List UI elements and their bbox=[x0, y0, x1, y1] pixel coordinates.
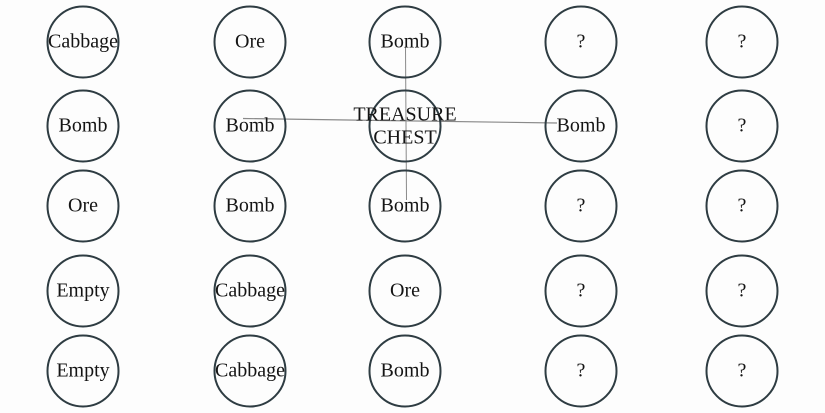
grid-cell-treasure-chest[interactable]: TREASURE CHEST bbox=[353, 89, 457, 163]
grid-cell-r5c4[interactable]: ? bbox=[544, 334, 618, 408]
grid-cell-r2c2[interactable]: Bomb bbox=[213, 89, 287, 163]
cell-label: Ore bbox=[68, 194, 98, 217]
cell-label: ? bbox=[576, 30, 586, 53]
cell-label: ? bbox=[576, 279, 586, 302]
grid-cell-r2c1[interactable]: Bomb bbox=[46, 89, 120, 163]
grid-cell-r4c4[interactable]: ? bbox=[544, 254, 618, 328]
grid-cell-r1c5[interactable]: ? bbox=[705, 5, 779, 79]
cell-label: Bomb bbox=[380, 30, 430, 53]
grid-cell-r2c5[interactable]: ? bbox=[705, 89, 779, 163]
grid-cell-r1c4[interactable]: ? bbox=[544, 5, 618, 79]
grid-cell-r5c2[interactable]: Cabbage bbox=[213, 334, 287, 408]
grid-cell-r4c3[interactable]: Ore bbox=[368, 254, 442, 328]
cell-label: TREASURE CHEST bbox=[353, 103, 457, 148]
cell-label: ? bbox=[576, 359, 586, 382]
cell-label: ? bbox=[737, 30, 747, 53]
cell-label: Ore bbox=[235, 30, 265, 53]
grid-cell-r3c4[interactable]: ? bbox=[544, 169, 618, 243]
grid-cell-r3c1[interactable]: Ore bbox=[46, 169, 120, 243]
grid-cell-r3c3[interactable]: Bomb bbox=[368, 169, 442, 243]
grid-cell-r5c5[interactable]: ? bbox=[705, 334, 779, 408]
cell-label: Bomb bbox=[556, 114, 606, 137]
cell-label: Bomb bbox=[225, 194, 275, 217]
grid-cell-r5c3[interactable]: Bomb bbox=[368, 334, 442, 408]
cell-label: Cabbage bbox=[215, 359, 285, 382]
cell-label: Bomb bbox=[380, 359, 430, 382]
grid-cell-r3c2[interactable]: Bomb bbox=[213, 169, 287, 243]
cell-label: ? bbox=[737, 194, 747, 217]
cell-label: Cabbage bbox=[48, 30, 118, 53]
grid-cell-r3c5[interactable]: ? bbox=[705, 169, 779, 243]
cell-label: Ore bbox=[390, 279, 420, 302]
grid-cell-r4c1[interactable]: Empty bbox=[46, 254, 120, 328]
cell-label: Bomb bbox=[380, 194, 430, 217]
cell-label: Cabbage bbox=[215, 279, 285, 302]
grid-cell-r4c2[interactable]: Cabbage bbox=[213, 254, 287, 328]
grid-cell-r2c4[interactable]: Bomb bbox=[544, 89, 618, 163]
cell-label: ? bbox=[737, 114, 747, 137]
grid-cell-r1c3[interactable]: Bomb bbox=[368, 5, 442, 79]
cell-label: ? bbox=[737, 279, 747, 302]
cell-label: ? bbox=[737, 359, 747, 382]
cell-label: Empty bbox=[56, 359, 110, 382]
grid-cell-r5c1[interactable]: Empty bbox=[46, 334, 120, 408]
grid-cell-r1c2[interactable]: Ore bbox=[213, 5, 287, 79]
cell-label: ? bbox=[576, 194, 586, 217]
cell-label: Empty bbox=[56, 279, 110, 302]
grid-cell-r1c1[interactable]: Cabbage bbox=[46, 5, 120, 79]
grid-cell-r4c5[interactable]: ? bbox=[705, 254, 779, 328]
cell-label: Bomb bbox=[225, 114, 275, 137]
cell-label: Bomb bbox=[58, 114, 108, 137]
